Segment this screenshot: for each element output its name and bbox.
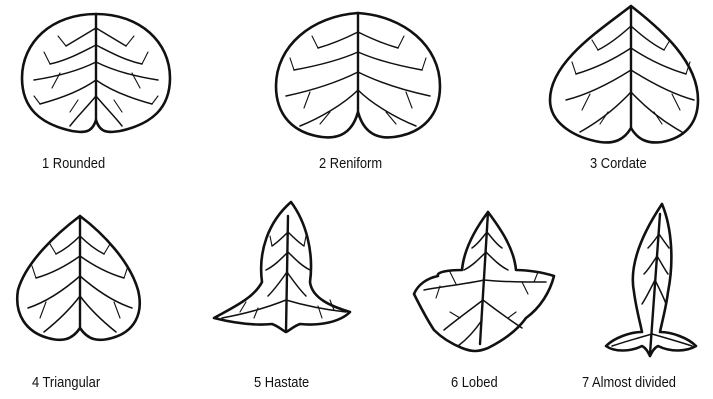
label-almost-divided: 7 Almost divided: [582, 374, 676, 391]
label-hastate: 5 Hastate: [254, 374, 309, 391]
leaf-almost-divided: [606, 204, 696, 356]
leaf-rounded: [22, 14, 170, 132]
label-rounded: 1 Rounded: [42, 155, 105, 172]
leaf-triangular: [17, 216, 139, 340]
label-lobed: 6 Lobed: [451, 374, 498, 391]
label-reniform: 2 Reniform: [319, 155, 382, 172]
leaf-reniform: [276, 13, 440, 137]
leaf-lobed: [414, 212, 554, 351]
leaf-cordate: [550, 6, 698, 142]
leaf-hastate: [214, 202, 350, 332]
label-cordate: 3 Cordate: [590, 155, 647, 172]
label-triangular: 4 Triangular: [32, 374, 100, 391]
